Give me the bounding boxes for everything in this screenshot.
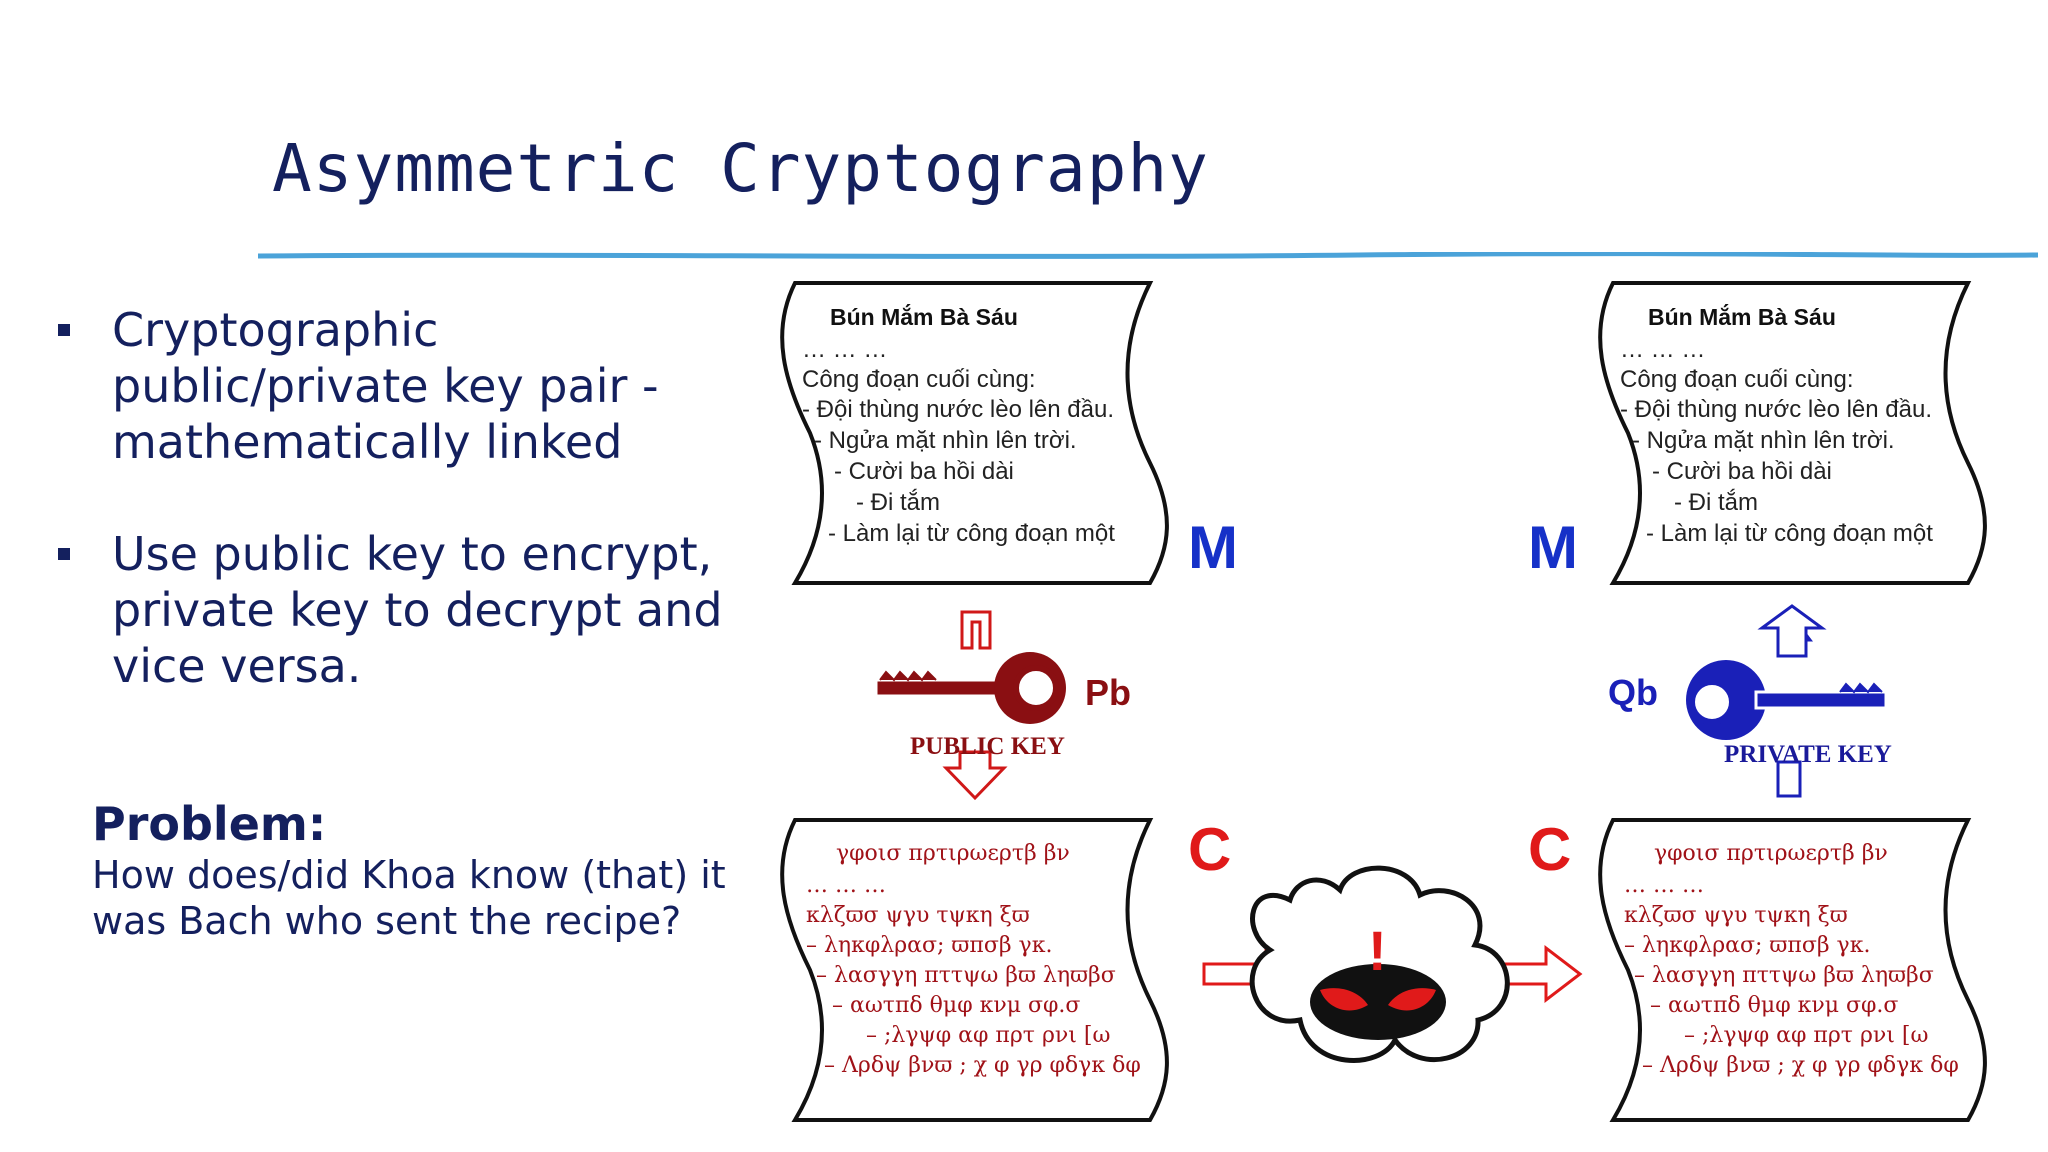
doc-line: – Λρδψ βνϖ ; χ φ γρ φδγκ δφ bbox=[1642, 1053, 1959, 1078]
doc-line: κλζϖσ ψγυ τψκη ξϖ bbox=[1624, 903, 1848, 928]
doc-line: - Ngửa mặt nhìn lên trời. bbox=[1632, 427, 1895, 454]
ciphertext-doc-right: γφοισ πρτιρωερτβ βν … … … κλζϖσ ψγυ τψκη… bbox=[1598, 818, 1987, 1122]
doc-title: γφοισ πρτιρωερτβ βν bbox=[1654, 841, 1888, 866]
doc-line: - Ngửa mặt nhìn lên trời. bbox=[814, 427, 1077, 454]
pb-label: Pb bbox=[1085, 672, 1131, 713]
doc-line: - Cười ba hồi dài bbox=[834, 458, 1014, 485]
bullet-marker bbox=[58, 324, 70, 336]
ciphertext-doc-left: γφοισ πρτιρωερτβ βν … … … κλζϖσ ψγυ τψκη… bbox=[780, 818, 1169, 1122]
problem-box: Problem: How does/did Khoa know (that) i… bbox=[92, 796, 772, 944]
m-label-left: M bbox=[1188, 514, 1238, 581]
doc-line: - Đi tắm bbox=[856, 489, 940, 516]
doc-line: – αωτπδ θμφ κνμ σφ.σ bbox=[1650, 993, 1898, 1018]
bullet-text: Cryptographic public/private key pair - … bbox=[112, 303, 659, 469]
bullet-list: Cryptographic public/private key pair - … bbox=[52, 302, 732, 750]
slide-title: Asymmetric Cryptography bbox=[272, 130, 1209, 207]
doc-line: - Đội thùng nước lèo lên đầu. bbox=[1620, 396, 1932, 423]
bullet-text: Use public key to encrypt, private key t… bbox=[112, 527, 723, 693]
doc-line: – Λρδψ βνϖ ; χ φ γρ φδγκ δφ bbox=[824, 1053, 1141, 1078]
doc-title: γφοισ πρτιρωερτβ βν bbox=[836, 841, 1070, 866]
doc-line: – ;λγψφ αφ πρτ ρνι [ω bbox=[866, 1023, 1110, 1048]
public-key-label: PUBLIC KEY bbox=[910, 733, 1065, 760]
doc-line: κλζϖσ ψγυ τψκη ξϖ bbox=[806, 903, 1030, 928]
c-label-left: C bbox=[1188, 816, 1231, 883]
doc-line: … … … bbox=[806, 873, 886, 898]
bullet-marker bbox=[58, 548, 70, 560]
doc-line: - Làm lại từ công đoạn một bbox=[1646, 520, 1933, 547]
qb-label: Qb bbox=[1608, 672, 1658, 713]
private-key-label: PRIVATE KEY bbox=[1724, 741, 1892, 768]
title-underline bbox=[258, 252, 2038, 259]
c-label-right: C bbox=[1528, 816, 1571, 883]
problem-heading: Problem: bbox=[92, 797, 327, 851]
plaintext-doc-left: Bún Mắm Bà Sáu … … … Công đoạn cuối cùng… bbox=[780, 281, 1169, 585]
doc-line: … … … bbox=[1620, 336, 1705, 363]
eavesdropper-icon bbox=[1249, 865, 1510, 1063]
doc-line: Công đoạn cuối cùng: bbox=[1620, 366, 1854, 393]
bullet-item: Use public key to encrypt, private key t… bbox=[52, 526, 732, 694]
doc-line: - Đội thùng nước lèo lên đầu. bbox=[802, 396, 1114, 423]
doc-line: … … … bbox=[802, 336, 887, 363]
doc-title: Bún Mắm Bà Sáu bbox=[1648, 303, 1836, 330]
doc-line: – αωτπδ θμφ κνμ σφ.σ bbox=[832, 993, 1080, 1018]
problem-text: How does/did Khoa know (that) it was Bac… bbox=[92, 853, 726, 943]
plaintext-doc-right: Bún Mắm Bà Sáu … … … Công đoạn cuối cùng… bbox=[1598, 281, 1987, 585]
doc-line: – λασγγη πττψω βϖ ληϖβσ bbox=[1634, 963, 1934, 988]
doc-line: - Đi tắm bbox=[1674, 489, 1758, 516]
bullet-item: Cryptographic public/private key pair - … bbox=[52, 302, 732, 470]
doc-line: - Làm lại từ công đoạn một bbox=[828, 520, 1115, 547]
private-key-icon bbox=[1686, 604, 1888, 798]
doc-line: – ληκφλρασ; ϖπσβ γκ. bbox=[806, 933, 1052, 958]
doc-line: - Cười ba hồi dài bbox=[1652, 458, 1832, 485]
doc-line: – ;λγψφ αφ πρτ ρνι [ω bbox=[1684, 1023, 1928, 1048]
alert-mark: ! bbox=[1368, 919, 1387, 982]
doc-title: Bún Mắm Bà Sáu bbox=[830, 303, 1018, 330]
public-key-icon bbox=[874, 610, 1066, 801]
doc-line: – λασγγη πττψω βϖ ληϖβσ bbox=[816, 963, 1116, 988]
m-label-right: M bbox=[1528, 514, 1578, 581]
doc-line: Công đoạn cuối cùng: bbox=[802, 366, 1036, 393]
doc-line: … … … bbox=[1624, 873, 1704, 898]
doc-line: – ληκφλρασ; ϖπσβ γκ. bbox=[1624, 933, 1870, 958]
